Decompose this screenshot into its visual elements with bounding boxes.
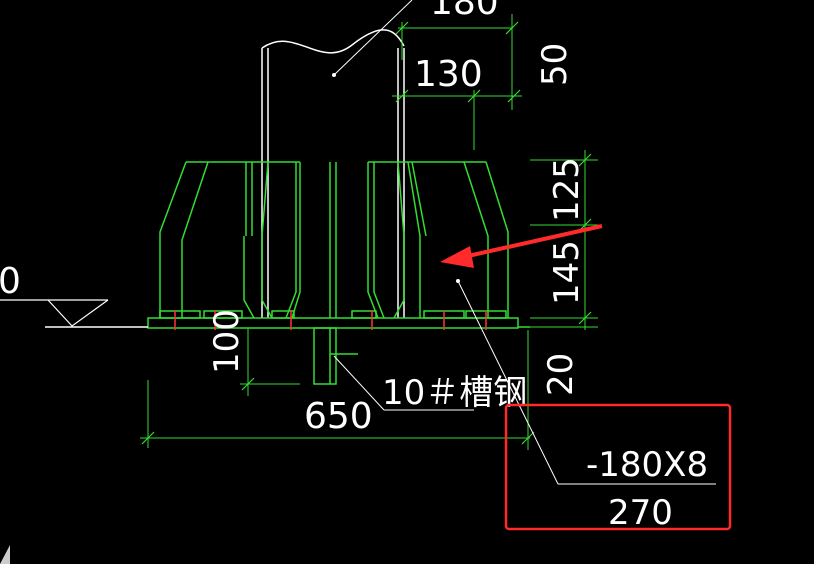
- partial-elevation-label: 0: [0, 261, 21, 302]
- dim-top-width: 180: [430, 0, 499, 23]
- corner-triangle-icon: [0, 545, 10, 564]
- plate-spec-bottom: 270: [608, 493, 673, 533]
- dim-stiffener-lower: 145: [547, 240, 587, 305]
- dimension-lines: [140, 14, 598, 450]
- dim-plate-width: 130: [414, 54, 483, 95]
- column-leader: [332, 0, 413, 77]
- dim-stiffener-upper: 125: [547, 157, 587, 222]
- dim-top-height: 50: [535, 43, 575, 86]
- elevation-symbol: [0, 299, 109, 327]
- channel-steel: [313, 327, 358, 385]
- highlight-box: [504, 403, 732, 531]
- channel-label: 10＃槽钢: [382, 373, 527, 413]
- anchor-bolts: [174, 310, 487, 330]
- plate-spec-top: -180X8: [586, 445, 708, 485]
- plate-leader: [456, 279, 716, 485]
- dim-channel-depth: 100: [207, 309, 247, 374]
- channel-leader: [333, 355, 474, 411]
- dim-overall-width: 650: [304, 396, 373, 437]
- steel-column: [261, 29, 405, 318]
- column-break-line: [261, 29, 405, 54]
- stiffener-frame: [159, 161, 509, 319]
- red-arrow-icon: [440, 224, 603, 268]
- dim-base-thickness: 20: [541, 353, 581, 396]
